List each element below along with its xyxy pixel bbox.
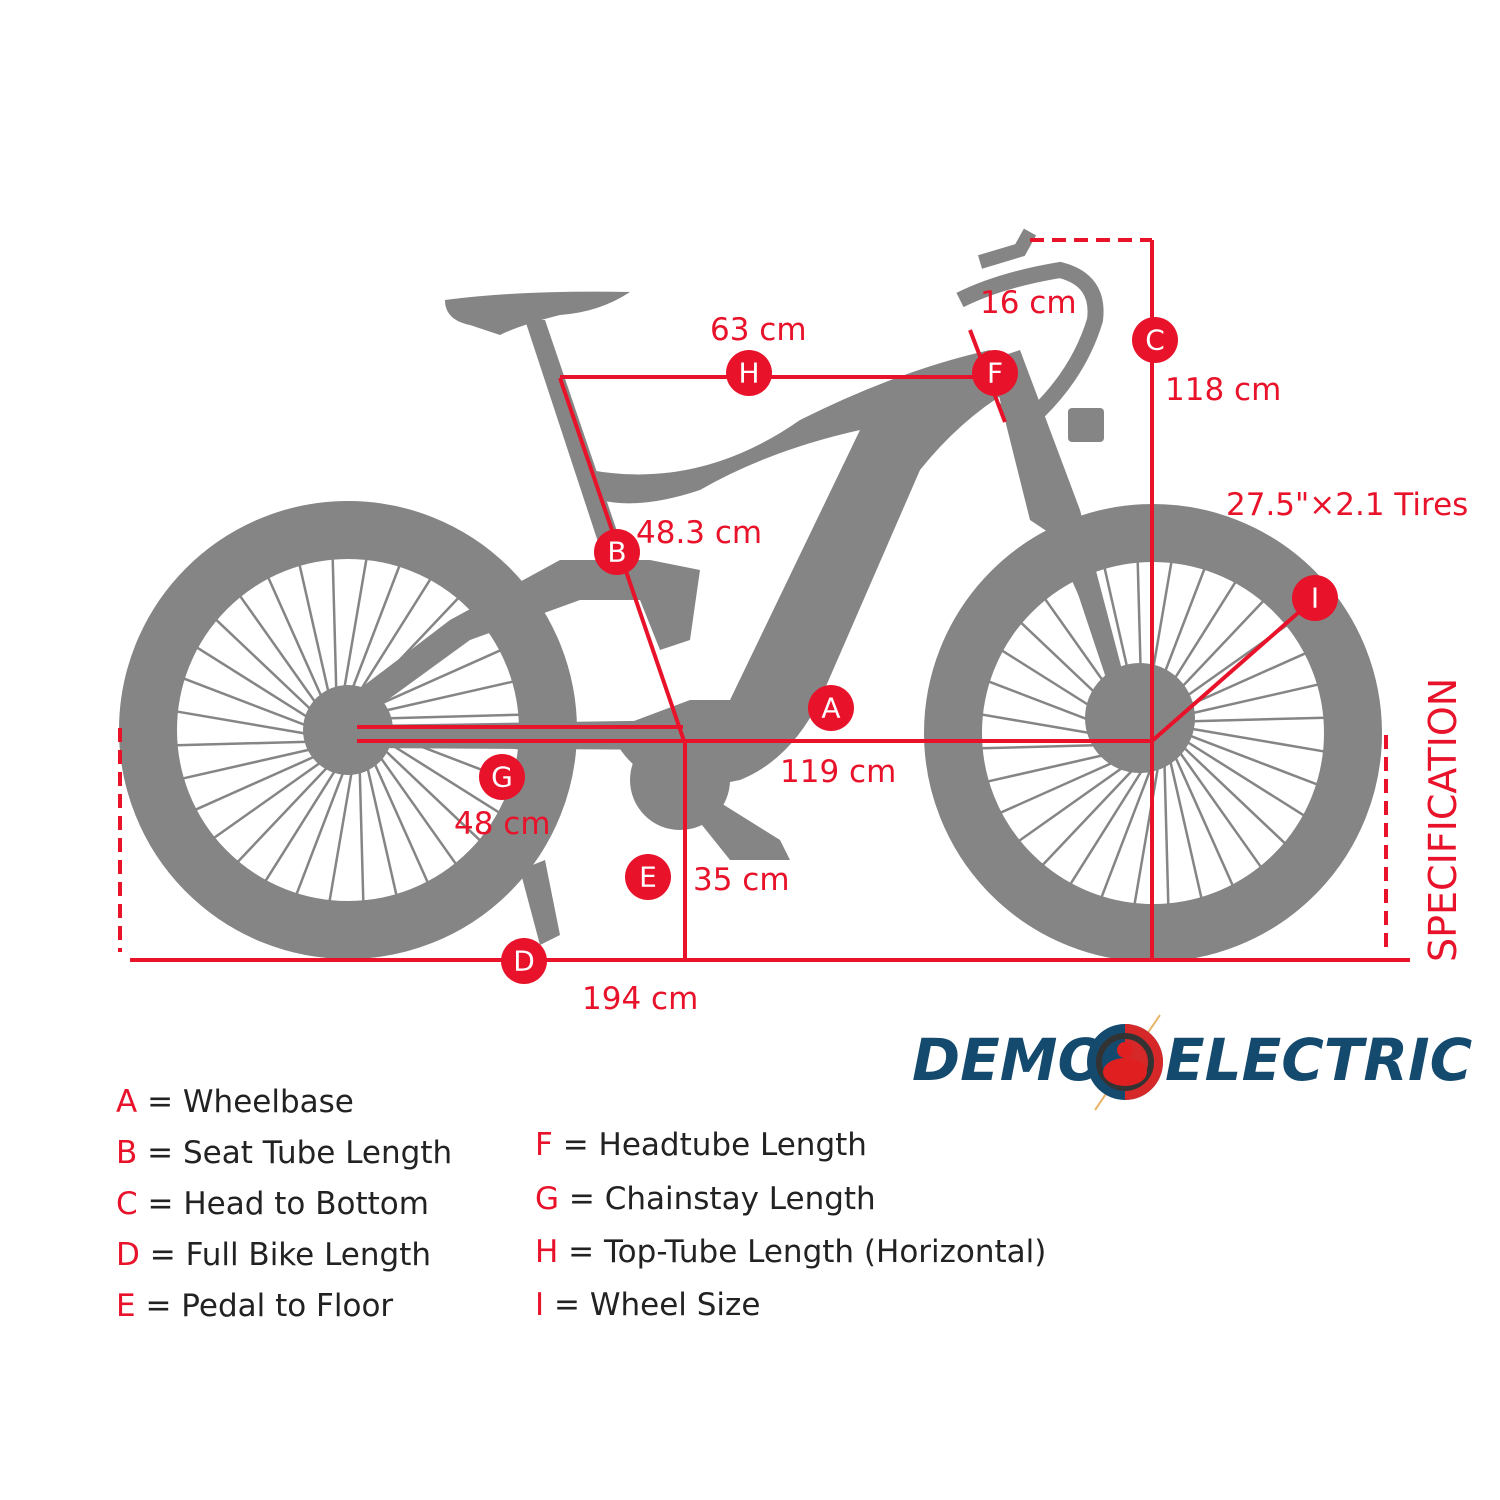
badge-c: C — [1132, 317, 1178, 363]
handlebar — [956, 261, 1104, 422]
svg-text:E: E — [639, 861, 657, 894]
badge-b: B — [594, 529, 640, 575]
spoke — [1162, 749, 1170, 905]
badge-h: H — [726, 350, 772, 396]
legend-item-b: B = Seat Tube Length — [116, 1135, 452, 1171]
spoke — [1133, 751, 1162, 905]
spoke — [1100, 752, 1159, 898]
kickstand — [520, 860, 560, 945]
spoke — [1172, 731, 1305, 817]
legend-text: = Wheelbase — [147, 1084, 354, 1120]
seat-stay-shock — [345, 560, 700, 720]
svg-text:B: B — [607, 536, 626, 569]
chainstay — [360, 720, 690, 750]
svg-text:I: I — [1311, 582, 1319, 615]
legend-text: = Headtube Length — [562, 1127, 867, 1163]
badge-e: E — [625, 854, 671, 900]
legend-key: I — [535, 1287, 545, 1323]
dimension-lines — [118, 238, 1410, 962]
legend-item-d: D = Full Bike Length — [116, 1237, 431, 1273]
spoke — [1172, 727, 1318, 786]
legend-key: D — [116, 1237, 140, 1273]
legend-key: H — [535, 1234, 559, 1270]
svg-text:A: A — [821, 692, 840, 725]
legend-item-c: C = Head to Bottom — [116, 1186, 429, 1222]
value-c: 118 cm — [1165, 372, 1281, 408]
svg-text:F: F — [987, 357, 1003, 390]
badge-i: I — [1292, 575, 1338, 621]
value-b: 48.3 cm — [636, 515, 762, 551]
legend-item-i: I = Wheel Size — [535, 1287, 760, 1323]
value-f: 16 cm — [980, 285, 1077, 321]
specification-label: SPECIFICATION — [1421, 678, 1465, 962]
svg-text:G: G — [491, 761, 513, 794]
brake-lever — [977, 228, 1037, 269]
saddle — [445, 291, 630, 335]
svg-text:H: H — [738, 357, 759, 390]
legend-item-a: A = Wheelbase — [116, 1084, 354, 1120]
legend-item-f: F = Headtube Length — [535, 1127, 867, 1163]
legend-text: = Full Bike Length — [149, 1237, 432, 1273]
legend-key: G — [535, 1181, 560, 1217]
display — [1068, 408, 1104, 442]
value-e: 35 cm — [693, 862, 790, 898]
spoke — [1170, 739, 1262, 868]
svg-text:D: D — [513, 945, 535, 978]
legend-text: = Top-Tube Length (Horizontal) — [568, 1234, 1047, 1270]
spoke — [1171, 735, 1286, 845]
spoke — [1169, 716, 1325, 724]
svg-text:C: C — [1145, 324, 1165, 357]
logo-text-right: ELECTRIC — [1165, 1026, 1472, 1094]
spoke — [1171, 724, 1325, 753]
legend-text: = Seat Tube Length — [147, 1135, 453, 1171]
legend-text: = Wheel Size — [554, 1287, 761, 1323]
legend-key: A — [116, 1084, 138, 1120]
legend-text: = Chainstay Length — [568, 1181, 876, 1217]
legend-key: F — [535, 1127, 553, 1163]
badge-a: A — [808, 685, 854, 731]
badge-d: D — [501, 938, 547, 984]
legend-key: E — [116, 1288, 136, 1324]
legend-text: = Pedal to Floor — [145, 1288, 394, 1324]
value-a: 119 cm — [780, 754, 896, 790]
legend-text: = Head to Bottom — [147, 1186, 429, 1222]
gear-icon — [1096, 1033, 1154, 1091]
demon-icon — [1103, 1058, 1147, 1086]
legend-key: B — [116, 1135, 138, 1171]
demon-electric-logo: DEMON ELECTRIC — [912, 1014, 1472, 1111]
badge-g: G — [479, 754, 525, 800]
spoke — [1069, 752, 1155, 885]
spoke — [1165, 746, 1203, 899]
fork — [990, 350, 1130, 705]
badge-f: F — [972, 350, 1018, 396]
value-i: 27.5"×2.1 Tires — [1226, 487, 1468, 523]
legend-key: C — [116, 1186, 138, 1222]
legend-item-g: G = Chainstay Length — [535, 1181, 876, 1217]
wheel-size-line — [1150, 596, 1317, 743]
spoke — [1168, 743, 1234, 886]
frame-main — [590, 350, 1010, 790]
value-h: 63 cm — [710, 312, 807, 348]
crank-pedal — [690, 790, 790, 860]
value-g: 48 cm — [454, 806, 551, 842]
legend-item-h: H = Top-Tube Length (Horizontal) — [535, 1234, 1046, 1270]
value-d: 194 cm — [582, 981, 698, 1017]
seatpost — [525, 320, 620, 548]
legend-item-e: E = Pedal to Floor — [116, 1288, 393, 1324]
